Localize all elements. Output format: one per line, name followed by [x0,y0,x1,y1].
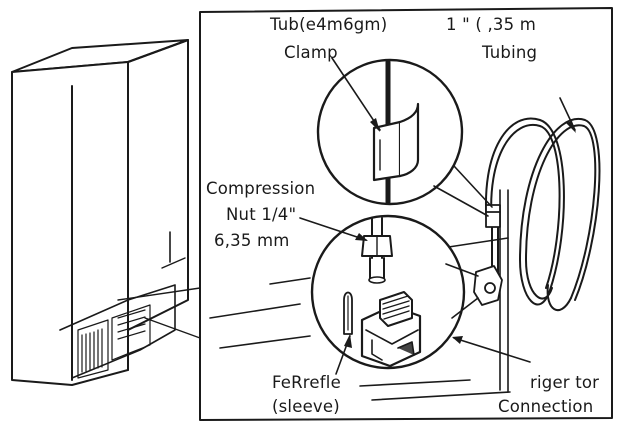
leader-lines [299,57,576,375]
refrigerator-illustration [11,39,201,386]
wall-tube-clamp [485,204,501,228]
detail-panel-frame [199,7,613,421]
tubing-label-line2: Tubing [482,43,538,62]
arrowhead-clamp [370,118,380,132]
arrowhead-nut [355,233,368,241]
shutoff-valve [473,265,503,306]
ferrule-label-line2: (sleeve) [272,397,340,416]
clamp-zoom-circle [316,58,493,217]
compression-nut-label-line3: 6,35 mm [214,231,290,250]
connection-label-line2: Connection [498,397,594,416]
tube-clamp-label-line2: Clamp [284,43,338,62]
tubing-label-line1: 1 " ( ,35 m [446,15,537,34]
coiled-tubing [485,117,601,311]
connection-label-line1: riger tor [530,373,600,392]
ferrule-label-line1: FeRrefle [272,373,341,392]
arrowhead-connection [452,336,463,344]
fitting-zoom-circle [310,214,479,370]
arrowhead-tubing [566,121,576,133]
compression-nut-label-line2: Nut 1/4" [226,205,297,224]
arrowhead-ferrule [344,334,352,348]
compression-nut-label-line1: Compression [206,179,316,198]
tube-clamp-label-line1: Tub(e4m6gm) [270,15,388,34]
